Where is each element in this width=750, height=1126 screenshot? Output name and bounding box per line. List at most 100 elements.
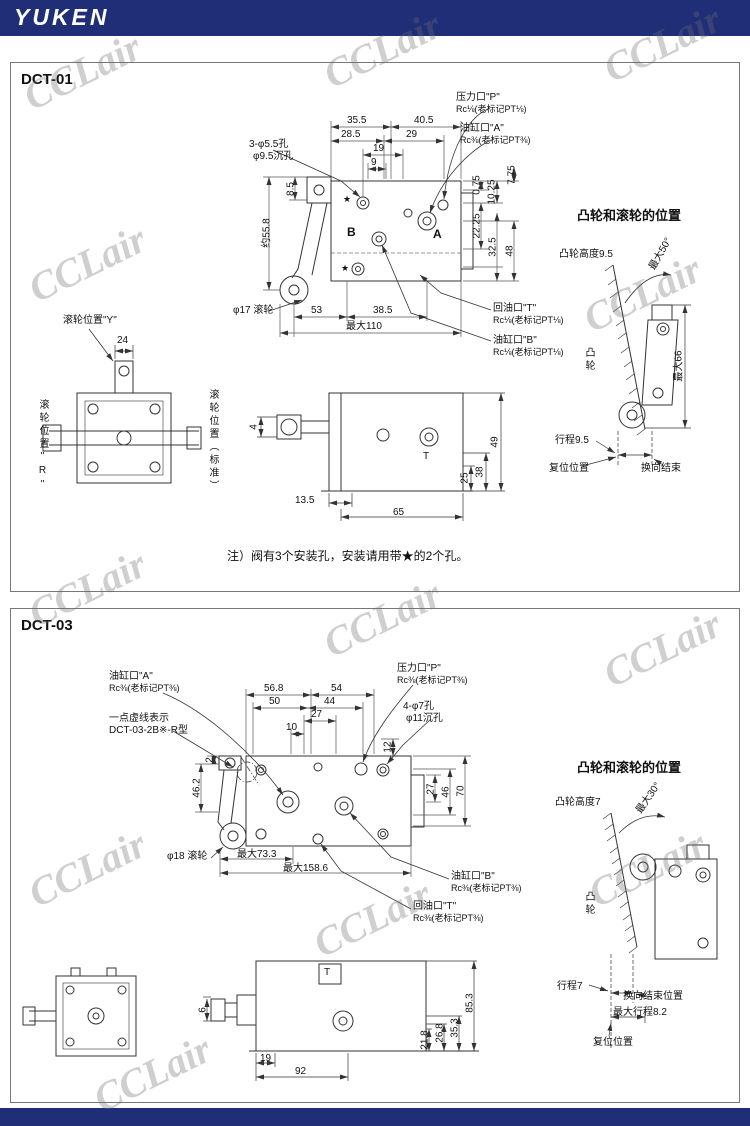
dct01-shift-end-label: 换向结束 bbox=[641, 463, 681, 474]
dct01-star-2: ★ bbox=[341, 263, 350, 273]
dct03-dim-2: 2 bbox=[204, 757, 216, 763]
dct01-pressure-port-thread: Rc⅛(老标记PT⅛) bbox=[456, 104, 527, 114]
dct03-front-view bbox=[22, 967, 137, 1057]
dct01-dim-19: 19 bbox=[373, 143, 385, 154]
dct01-leaders bbox=[88, 108, 492, 362]
dct03-dim-26-8: 26.8 bbox=[434, 1023, 446, 1043]
dct01-cam-section-title: 凸轮和滚轮的位置 bbox=[577, 208, 682, 223]
dct01-port-t-letter: T bbox=[423, 451, 430, 462]
dct01-dim-0-75: 0.75 bbox=[471, 175, 483, 195]
dct03-dim-12: 12 bbox=[382, 741, 394, 753]
dct01-cam-view bbox=[585, 264, 691, 467]
dct03-side-view bbox=[203, 960, 479, 1081]
dct03-cam-view bbox=[588, 812, 718, 1049]
dct03-cyl-b-thread: Rc⅜(老标记PT⅜) bbox=[451, 883, 522, 893]
dct03-dim-46: 46 bbox=[440, 786, 452, 798]
dct03-reset-pos-label: 复位位置 bbox=[593, 1037, 633, 1048]
dct03-shift-end-pos-label: 换向结束位置 bbox=[623, 991, 683, 1002]
dct03-cyl-a-thread: Rc⅜(老标记PT⅜) bbox=[109, 683, 180, 693]
dct01-dim-9: 9 bbox=[371, 157, 377, 168]
dct01-cyl-a-thread: Rc⅜(老标记PT⅜) bbox=[460, 135, 531, 145]
yuken-logo: YUKEN bbox=[14, 4, 110, 30]
dct01-mount-holes-counterbore: φ9.5沉孔 bbox=[253, 151, 294, 162]
dct03-port-t-letter: T bbox=[324, 967, 331, 978]
footer-bar bbox=[0, 1108, 750, 1126]
dct03-dim-max158-6: 最大158.6 bbox=[283, 863, 329, 874]
dct01-cam-vertical-label: 凸轮 bbox=[583, 347, 594, 373]
dct01-dim-4: 4 bbox=[248, 424, 260, 430]
dct01-top-view bbox=[279, 176, 474, 305]
dct01-port-a-letter: A bbox=[433, 227, 442, 241]
dct01-dim-max110: 最大110 bbox=[346, 321, 382, 332]
dct01-cyl-b-label: 油缸口"B" bbox=[493, 335, 537, 346]
dct03-tank-port-label: 回油口"T" bbox=[413, 901, 457, 912]
dct03-title: DCT-03 bbox=[21, 617, 73, 634]
dct01-tank-port-thread: Rc⅛(老标记PT⅛) bbox=[493, 315, 564, 325]
dct01-dim-24: 24 bbox=[117, 335, 129, 346]
dct01-dim-38: 38 bbox=[474, 466, 486, 478]
dct01-dim-32-5: 32.5 bbox=[487, 237, 499, 257]
dct03-pressure-port-thread: Rc⅜(老标记PT⅜) bbox=[397, 675, 468, 685]
dct01-note: 注）阀有3个安装孔，安装请用带★的2个孔。 bbox=[227, 549, 469, 563]
dct01-dim-8-5: 8.5 bbox=[285, 182, 297, 196]
dct01-reset-pos-label: 复位位置 bbox=[549, 463, 589, 474]
dct01-front-view bbox=[42, 345, 202, 484]
dct01-dimensions bbox=[263, 121, 519, 337]
dct03-dim-56-8: 56.8 bbox=[264, 683, 284, 694]
dct01-dim-35-5: 35.5 bbox=[347, 115, 367, 126]
dct03-dim-max73-3: 最大73.3 bbox=[237, 849, 277, 860]
dct01-dim-55-8: 约55.8 bbox=[261, 218, 273, 248]
dct01-dim-65: 65 bbox=[393, 507, 405, 518]
dct01-dim-40-5: 40.5 bbox=[414, 115, 434, 126]
dct03-mount-holes-counterbore: φ11沉孔 bbox=[406, 713, 443, 724]
dct01-dim-25: 25 bbox=[459, 472, 471, 484]
dct01-dim-48: 48 bbox=[504, 245, 516, 257]
dct03-cam-section-title: 凸轮和滚轮的位置 bbox=[577, 760, 682, 775]
dct01-cam-height-label: 凸轮高度9.5 bbox=[559, 249, 613, 260]
dct03-dim-92: 92 bbox=[295, 1066, 307, 1077]
dct03-dim-27-top: 27 bbox=[311, 709, 323, 720]
dct01-dim-49: 49 bbox=[489, 436, 501, 448]
dct01-roller-pos-r-label: 滚轮位置"R" bbox=[37, 399, 48, 493]
dct03-tank-port-thread: Rc⅜(老标记PT⅜) bbox=[413, 913, 484, 923]
dct01-mount-holes-label: 3-φ5.5孔 bbox=[249, 139, 289, 150]
dct03-stroke-label: 行程7 bbox=[557, 981, 583, 992]
dct01-roller-pos-y-label: 滚轮位置"Y" bbox=[63, 315, 117, 326]
dct01-dim-max66: 最大66 bbox=[673, 350, 685, 382]
dct03-cyl-a-label: 油缸口"A" bbox=[109, 671, 153, 682]
dct03-leaders bbox=[162, 684, 450, 910]
dct03-dim-27-right: 27 bbox=[425, 783, 437, 795]
dct01-port-b-letter: B bbox=[347, 225, 356, 239]
dct03-roller-label: φ18 滚轮 bbox=[167, 851, 208, 862]
dct01-title: DCT-01 bbox=[21, 71, 73, 88]
dct01-dim-38-5: 38.5 bbox=[373, 305, 393, 316]
dct03-dim-70: 70 bbox=[455, 785, 467, 797]
dct03-top-view bbox=[217, 755, 425, 850]
dct01-dim-10-25: 10.25 bbox=[486, 179, 498, 205]
dct01-cyl-a-label: 油缸口"A" bbox=[460, 123, 504, 134]
dct03-dim-6: 6 bbox=[197, 1007, 209, 1013]
dct03-dimensions bbox=[195, 689, 471, 877]
dct03-dim-10: 10 bbox=[286, 722, 298, 733]
dct03-dim-85-3: 85.3 bbox=[464, 993, 476, 1013]
dct03-dashline-note-1: 一点虚线表示 bbox=[109, 713, 169, 724]
dct03-max-stroke-label: 最大行程8.2 bbox=[613, 1007, 667, 1018]
header-bar: YUKEN bbox=[0, 0, 750, 36]
dct03-dim-21-8: 21.8 bbox=[419, 1030, 431, 1050]
dct01-dim-7-75: 7.75 bbox=[506, 165, 518, 185]
dct03-dim-54: 54 bbox=[331, 683, 343, 694]
dct03-dim-50: 50 bbox=[269, 696, 281, 707]
dct01-cyl-b-thread: Rc⅛(老标记PT⅛) bbox=[493, 347, 564, 357]
dct03-dim-35-3: 35.3 bbox=[449, 1018, 461, 1038]
panel-dct03: DCT-03 油缸口"A" Rc⅜(老标记PT⅜) 压力口"P" Rc⅜(老标记… bbox=[10, 608, 740, 1103]
dct01-dim-53: 53 bbox=[311, 305, 323, 316]
dct03-drawing bbox=[22, 684, 718, 1081]
dct01-roller-pos-std-label: 滚轮位置（标准） bbox=[207, 389, 218, 493]
dct01-tank-port-label: 回油口"T" bbox=[493, 303, 537, 314]
dct01-star-1: ★ bbox=[343, 194, 352, 204]
dct01-roller-label: φ17 滚轮 bbox=[233, 305, 274, 316]
dct01-dim-13-5: 13.5 bbox=[295, 495, 315, 506]
dct01-dim-28-5: 28.5 bbox=[341, 129, 361, 140]
dct01-dim-22-25: 22.25 bbox=[471, 213, 483, 239]
dct01-stroke-label: 行程9.5 bbox=[555, 435, 589, 446]
